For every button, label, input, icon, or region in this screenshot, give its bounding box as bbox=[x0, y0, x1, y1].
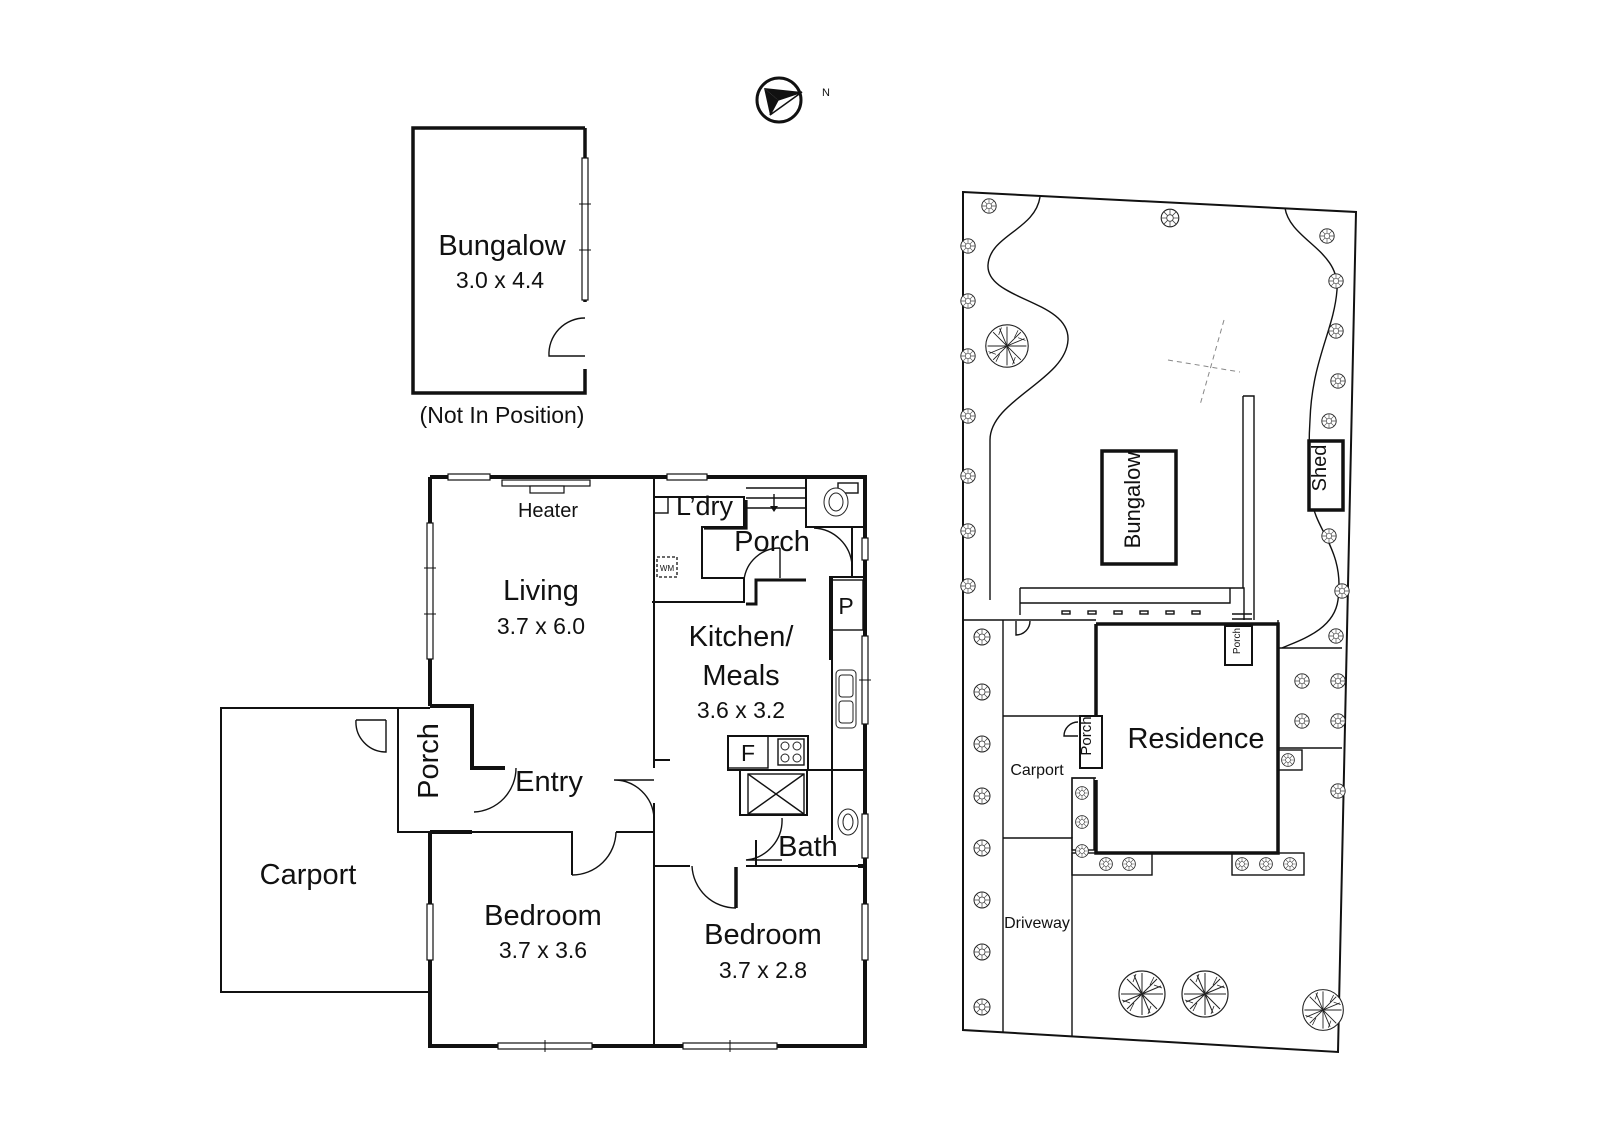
kitchen-name-line1: Kitchen/ bbox=[689, 621, 795, 653]
site-plan: Bungalow Shed Porch Porch Residence Carp… bbox=[960, 190, 1358, 1054]
site-carport-label: Carport bbox=[1010, 762, 1064, 779]
residence-floor-plan: Heater WM L’dry Porch P F bbox=[220, 473, 871, 1052]
porch-steps bbox=[746, 477, 806, 512]
bungalow-size: 3.0 x 4.4 bbox=[456, 267, 544, 293]
door-swing bbox=[613, 779, 655, 819]
carport-label: Carport bbox=[260, 859, 357, 891]
vanity-basin-icon bbox=[837, 808, 859, 836]
laundry-label: L’dry bbox=[676, 491, 734, 521]
door-swing bbox=[691, 865, 737, 909]
living-name: Living bbox=[503, 575, 579, 607]
not-in-position-note: (Not In Position) bbox=[420, 402, 585, 428]
kitchen-size: 3.6 x 3.2 bbox=[697, 697, 785, 723]
north-compass-icon: N bbox=[755, 76, 830, 124]
door-swing bbox=[743, 547, 781, 581]
site-side-porch bbox=[1079, 715, 1103, 769]
door-swing bbox=[548, 317, 586, 357]
front-porch-label: Porch bbox=[413, 723, 445, 799]
cooktop-icon bbox=[777, 738, 805, 766]
wm-label: WM bbox=[660, 564, 675, 573]
door-swing bbox=[355, 719, 387, 753]
door-swing bbox=[473, 767, 517, 813]
washing-machine-space bbox=[656, 556, 678, 578]
door-swing bbox=[1015, 620, 1031, 636]
pantry-box bbox=[829, 579, 864, 631]
bedroom-2-name: Bedroom bbox=[704, 919, 822, 951]
pantry-label: P bbox=[838, 593, 853, 619]
door-swing bbox=[571, 831, 617, 876]
bungalow-detail-plan: Bungalow 3.0 x 4.4 (Not In Position) bbox=[411, 126, 591, 428]
site-driveway-label: Driveway bbox=[1004, 915, 1070, 932]
bath-label: Bath bbox=[778, 831, 838, 863]
site-small-porch bbox=[1224, 625, 1253, 666]
bungalow-name: Bungalow bbox=[438, 230, 566, 262]
site-shed bbox=[1307, 439, 1345, 512]
site-bungalow bbox=[1100, 449, 1178, 566]
bedroom-2-size: 3.7 x 2.8 bbox=[719, 957, 807, 983]
north-label: N bbox=[822, 87, 830, 99]
laundry-tub bbox=[653, 496, 669, 514]
site-residence-label: Residence bbox=[1127, 723, 1264, 755]
site-bungalow-label: Bungalow bbox=[1120, 452, 1145, 549]
bedroom-1-size: 3.7 x 3.6 bbox=[499, 937, 587, 963]
site-small-porch-label: Porch bbox=[1232, 628, 1243, 654]
shrub-icons bbox=[960, 198, 1350, 1016]
fridge-label: F bbox=[741, 740, 755, 766]
heater-unit bbox=[501, 479, 591, 494]
site-shed-label: Shed bbox=[1309, 445, 1331, 492]
door-swing bbox=[1063, 721, 1079, 737]
kitchen-sink-icon bbox=[835, 669, 857, 729]
toilet-icon bbox=[823, 482, 859, 517]
entry-label: Entry bbox=[515, 766, 583, 798]
window bbox=[581, 157, 589, 301]
linen-cupboard bbox=[747, 773, 805, 815]
windows bbox=[424, 473, 871, 1052]
door-swing bbox=[813, 527, 853, 566]
heater-label: Heater bbox=[518, 500, 578, 522]
site-side-porch-label: Porch bbox=[1078, 716, 1095, 755]
path-pavers bbox=[1061, 610, 1201, 615]
fridge-space bbox=[727, 735, 769, 769]
living-size: 3.7 x 6.0 bbox=[497, 613, 585, 639]
door-swing bbox=[745, 817, 783, 861]
kitchen-name-line2: Meals bbox=[702, 660, 779, 692]
rear-porch-label: Porch bbox=[734, 526, 810, 558]
bedroom-1-name: Bedroom bbox=[484, 900, 602, 932]
